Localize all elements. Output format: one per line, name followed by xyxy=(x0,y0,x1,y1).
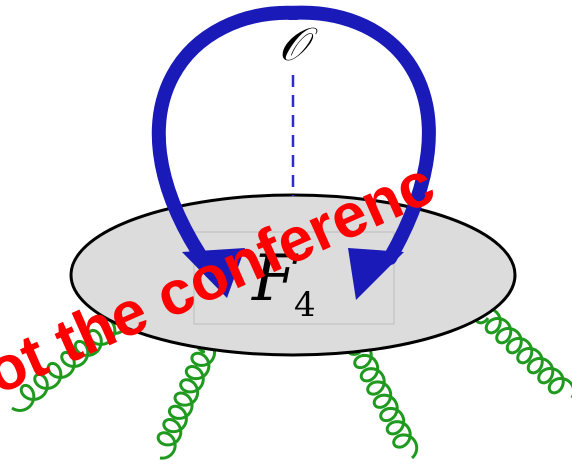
label-box xyxy=(193,231,395,325)
gluon-leg-right xyxy=(346,340,419,460)
blob-label: F xyxy=(251,242,299,316)
loop-arrow-left-arc xyxy=(151,5,303,262)
operator-label: 𝒪 xyxy=(279,17,319,71)
arrowhead-right xyxy=(348,248,404,300)
arrowhead-left xyxy=(182,248,245,298)
loop-arrow-right-arc xyxy=(283,5,436,265)
blob-label-subscript: 4 xyxy=(294,285,316,325)
loop-arrow xyxy=(151,5,436,300)
gluon-leg-left xyxy=(156,338,217,460)
gluon-leg-far-right xyxy=(474,307,572,398)
blob-label-main: F xyxy=(251,242,299,316)
